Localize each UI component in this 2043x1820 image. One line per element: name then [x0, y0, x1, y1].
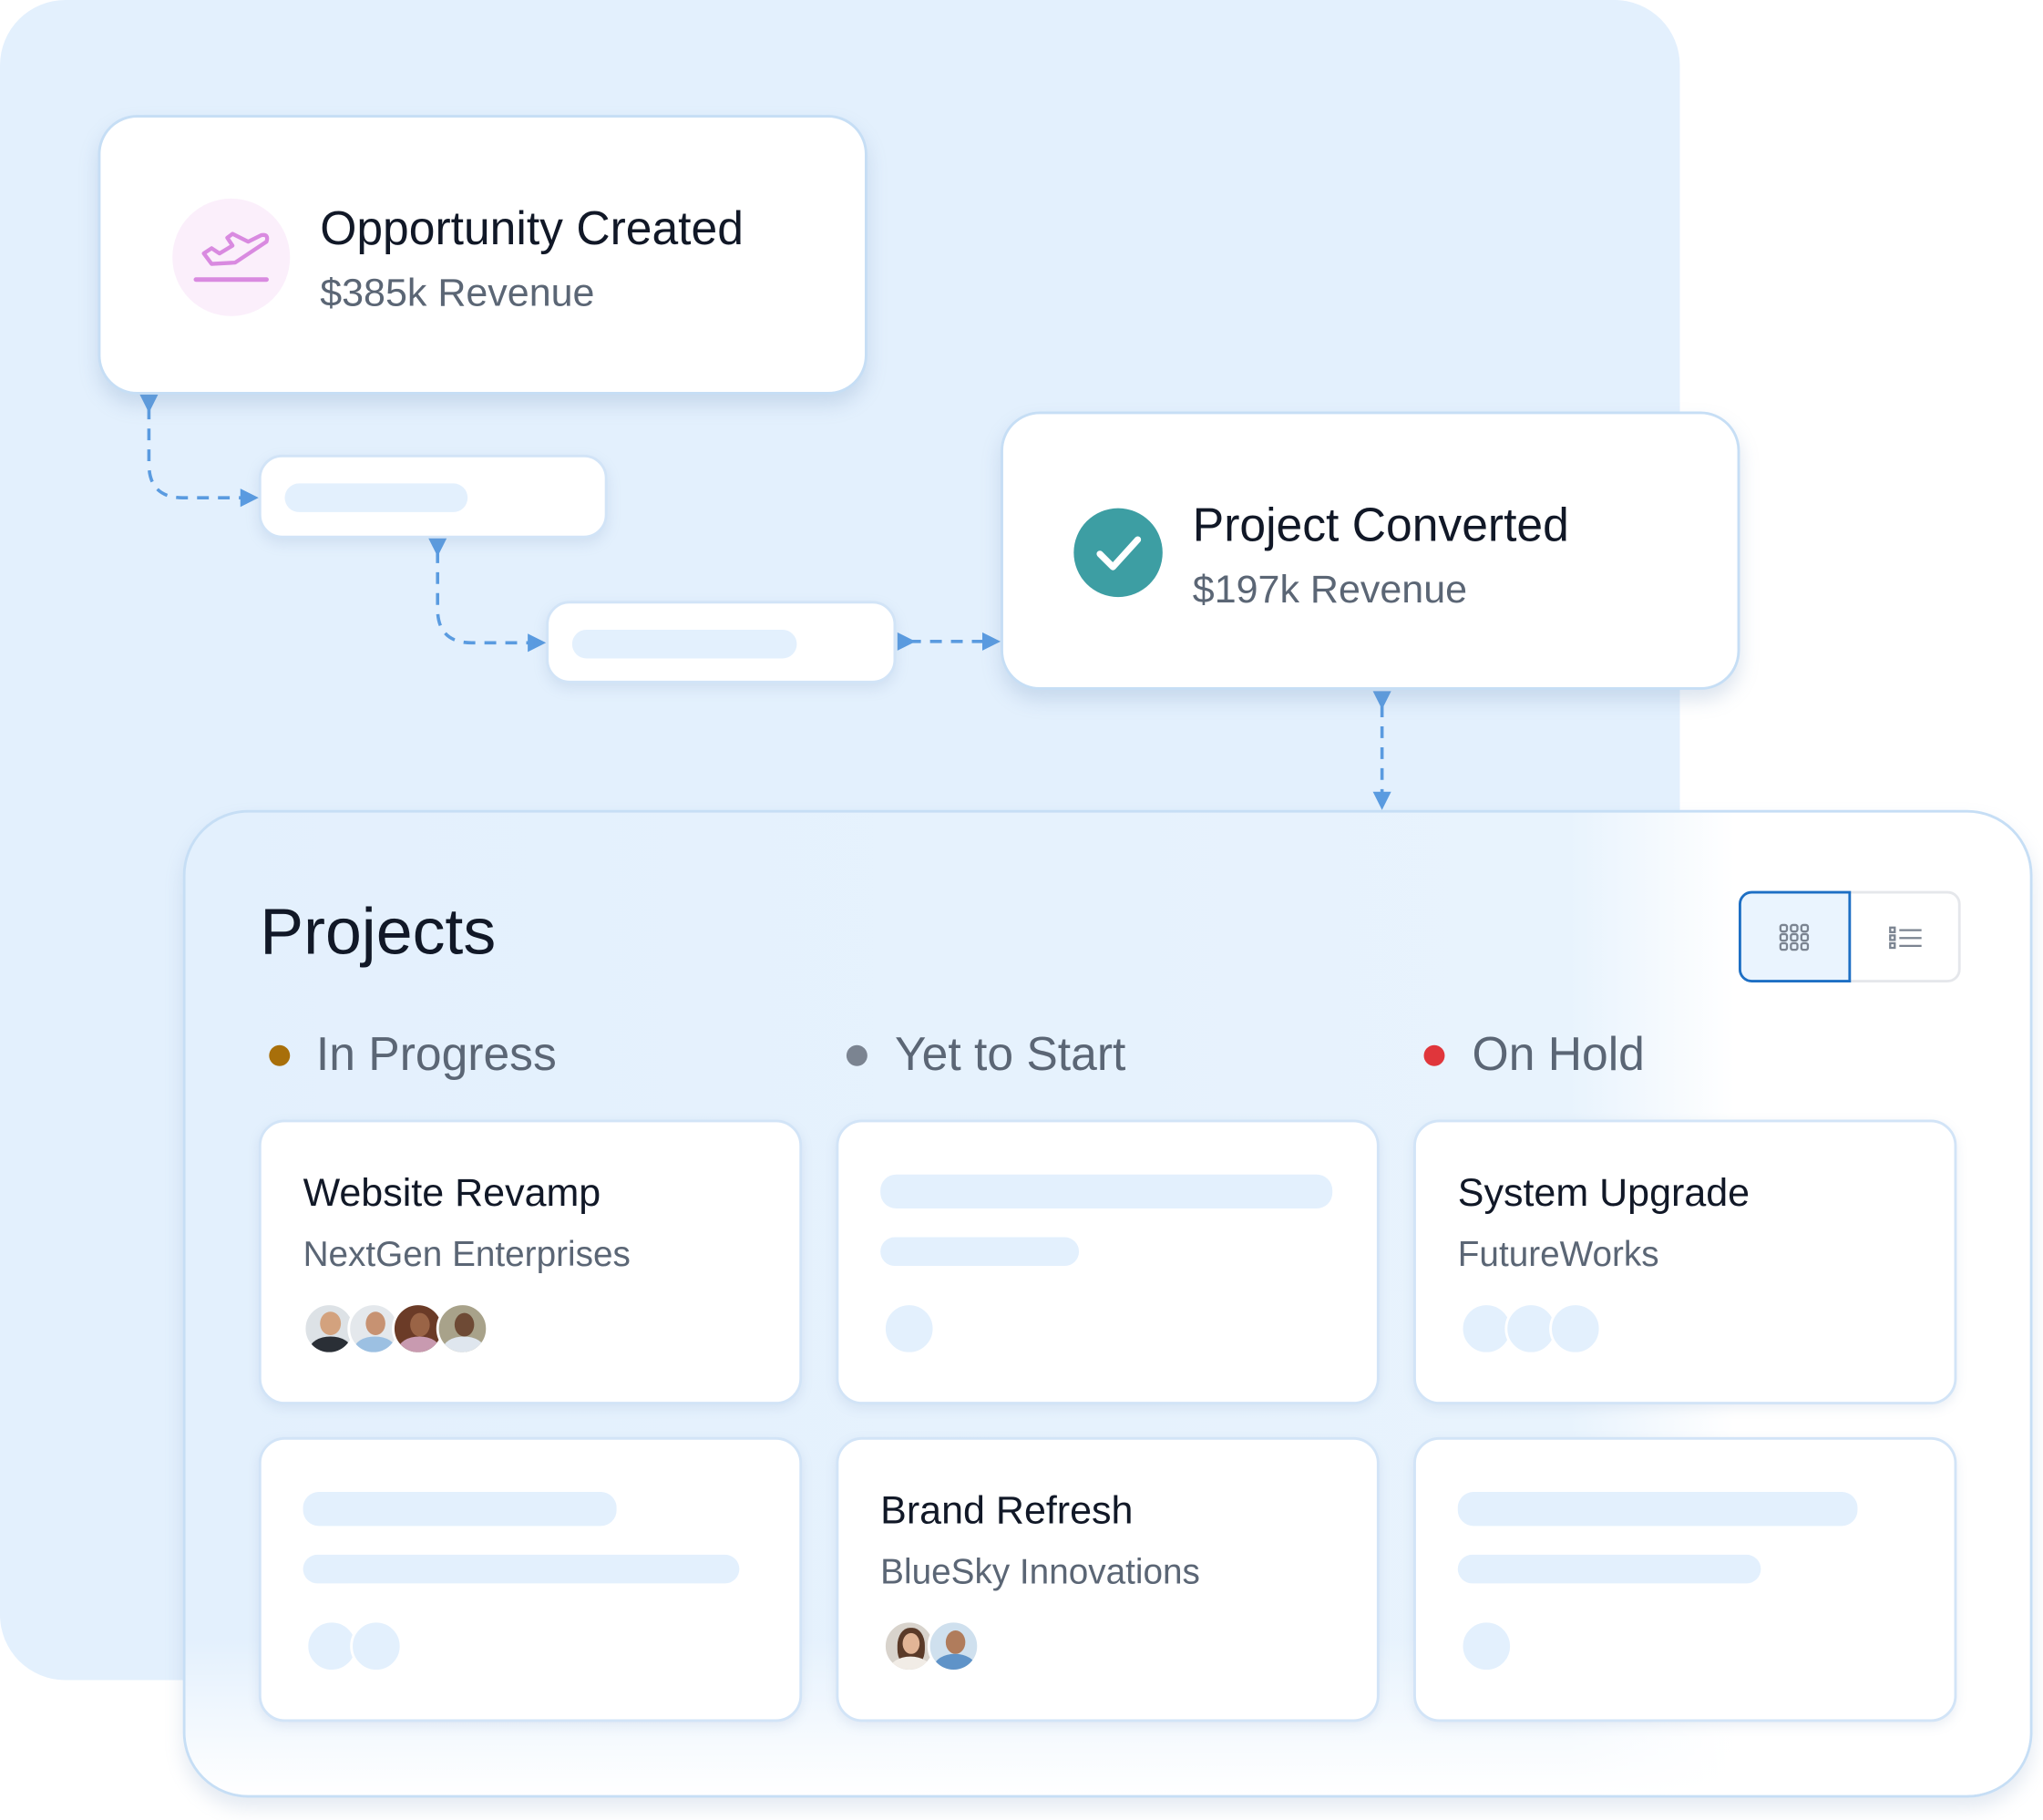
arrow-head	[528, 633, 547, 653]
opportunity-created-card[interactable]: Opportunity Created $385k Revenue	[98, 115, 868, 395]
in-progress-dot	[269, 1044, 291, 1066]
opportunity-revenue: $385k Revenue	[320, 272, 595, 315]
arrow-head	[1372, 791, 1391, 810]
project-converted-card[interactable]: Project Converted $197k Revenue	[1001, 411, 1740, 690]
list-view-button[interactable]	[1851, 894, 1960, 981]
arrow-head	[428, 538, 447, 557]
status-on-hold: On Hold	[1472, 1026, 1645, 1081]
arrow-head	[240, 488, 259, 508]
avatar	[392, 1302, 445, 1355]
avatar-placeholder	[1549, 1302, 1602, 1355]
page-title: Projects	[260, 894, 497, 969]
projects-panel: Projects In Progress Yet to Start On Hol…	[182, 809, 2033, 1798]
placeholder-card	[836, 1119, 1380, 1405]
project-converted-title: Project Converted	[1192, 498, 1569, 551]
view-toggle	[1738, 890, 1961, 982]
project-card-website-revamp[interactable]: Website Revamp NextGen Enterprises	[258, 1119, 803, 1405]
placeholder-step	[546, 601, 897, 684]
yet-to-start-dot	[846, 1044, 868, 1066]
project-title: Website Revamp	[303, 1171, 601, 1216]
project-card-system-upgrade[interactable]: System Upgrade FutureWorks	[1413, 1119, 1957, 1405]
grid-view-button[interactable]	[1738, 890, 1852, 982]
list-view-icon	[1889, 926, 1922, 950]
arrow-head	[1372, 691, 1391, 710]
avatar	[303, 1302, 355, 1355]
avatar	[927, 1619, 980, 1672]
placeholder-step	[258, 454, 608, 539]
placeholder-card	[1413, 1436, 1957, 1722]
project-card-brand-refresh[interactable]: Brand Refresh BlueSky Innovations	[836, 1436, 1380, 1722]
avatar	[436, 1302, 489, 1355]
placeholder-card	[258, 1436, 803, 1722]
project-client: FutureWorks	[1457, 1234, 1659, 1274]
project-client: BlueSky Innovations	[880, 1551, 1200, 1592]
connector-line	[436, 550, 533, 645]
arrow-head	[139, 394, 159, 413]
connector-line	[147, 407, 246, 499]
project-title: System Upgrade	[1457, 1171, 1750, 1216]
check-circle-icon	[1073, 508, 1163, 598]
avatar	[347, 1302, 400, 1355]
opportunity-title: Opportunity Created	[320, 201, 744, 255]
avatar-placeholder	[1504, 1302, 1557, 1355]
project-title: Brand Refresh	[880, 1489, 1134, 1533]
arrow-head	[981, 632, 1001, 651]
arrow-head	[897, 632, 916, 651]
grid-view-icon	[1779, 923, 1810, 951]
status-yet-to-start: Yet to Start	[894, 1026, 1126, 1081]
project-converted-revenue: $197k Revenue	[1192, 568, 1468, 612]
airplane-takeoff-icon	[172, 198, 291, 316]
status-in-progress: In Progress	[315, 1026, 557, 1081]
on-hold-dot	[1423, 1044, 1445, 1066]
project-client: NextGen Enterprises	[303, 1234, 631, 1274]
